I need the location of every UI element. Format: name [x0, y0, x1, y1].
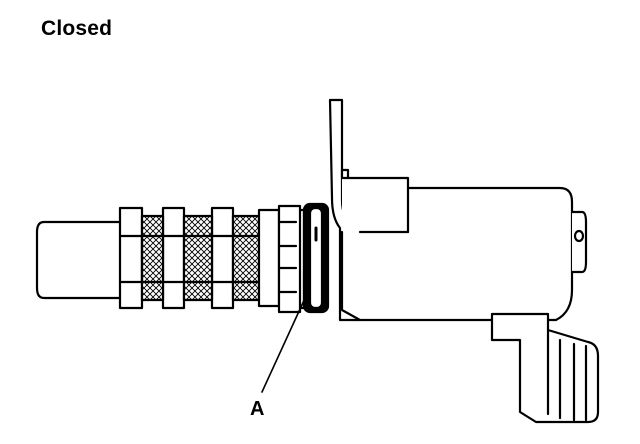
connector	[490, 312, 600, 424]
port-body	[277, 204, 306, 314]
valve-tip	[35, 220, 122, 300]
filter-screen	[118, 206, 281, 310]
callout-label-a: A	[250, 398, 265, 420]
callout-leader-a	[261, 295, 307, 393]
solenoid-body	[340, 168, 574, 322]
o-ring	[302, 202, 330, 314]
diagram-title: Closed	[41, 17, 113, 40]
